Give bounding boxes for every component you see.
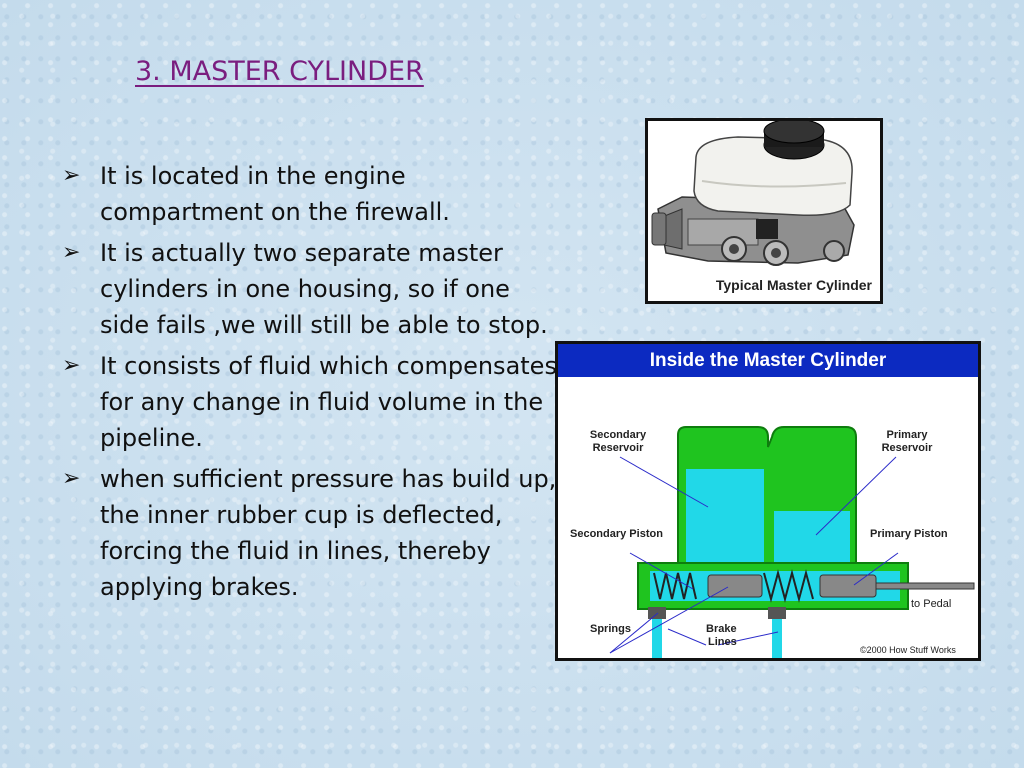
arrow-bullet-icon: ➢ — [62, 163, 81, 188]
bullet-list: ➢ It is located in the engine compartment… — [62, 158, 562, 610]
bullet-item: ➢ It is actually two separate master cyli… — [62, 235, 562, 343]
brake-lines-label: Lines — [708, 636, 737, 648]
primary-piston-label: Primary Piston — [870, 528, 948, 540]
photo-caption: Typical Master Cylinder — [715, 277, 872, 293]
arrow-bullet-icon: ➢ — [62, 466, 81, 491]
master-cylinder-photo: Typical Master Cylinder — [645, 118, 883, 304]
copyright-label: ©2000 How Stuff Works — [860, 645, 956, 655]
to-pedal-label: to Pedal — [911, 598, 951, 610]
master-cylinder-illustration — [651, 121, 855, 266]
bullet-item: ➢ It is located in the engine compartment… — [62, 158, 562, 230]
arrow-bullet-icon: ➢ — [62, 240, 81, 265]
secondary-reservoir-label: Reservoir — [593, 442, 644, 454]
primary-reservoir-label: Reservoir — [882, 442, 933, 454]
secondary-piston-label: Secondary Piston — [570, 528, 663, 540]
secondary-reservoir-label: Secondary — [590, 429, 647, 441]
master-cylinder-diagram: Inside the Master Cylinder — [555, 341, 981, 661]
bullet-item: ➢ when sufficient pressure has build up, … — [62, 461, 562, 605]
slide-title: 3. MASTER CYLINDER — [135, 56, 424, 87]
bullet-text: It is actually two separate master cylin… — [100, 239, 548, 339]
brake-lines-label: Brake — [706, 623, 737, 635]
bullet-text: It is located in the engine compartment … — [100, 162, 450, 226]
bullet-item: ➢ It consists of fluid which compensates … — [62, 348, 562, 456]
diagram-header: Inside the Master Cylinder — [558, 344, 978, 377]
bullet-text: when sufficient pressure has build up, t… — [100, 465, 557, 601]
bullet-text: It consists of fluid which compensates f… — [100, 352, 557, 452]
arrow-bullet-icon: ➢ — [62, 353, 81, 378]
springs-label: Springs — [590, 623, 631, 635]
cutaway-illustration: Secondary Reservoir Primary Reservoir Se… — [570, 426, 975, 658]
primary-reservoir-label: Primary — [887, 429, 929, 441]
